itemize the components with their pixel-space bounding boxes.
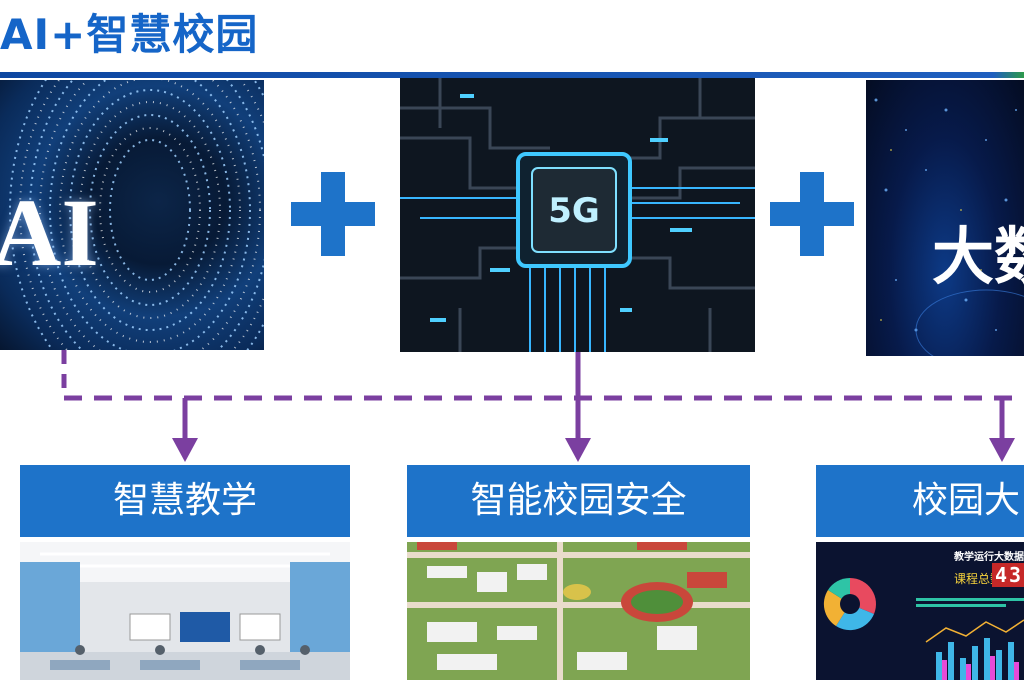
ai-image: AI: [0, 80, 264, 350]
campus-aerial-scene: [407, 542, 750, 680]
course-count-label: 课程总数: [954, 572, 1003, 586]
title-underline: [0, 72, 1024, 78]
5g-chip-text: 5G: [548, 191, 600, 231]
ai-wave-pattern: [9, 80, 264, 350]
label-campus-bigdata: 校园大: [816, 465, 1024, 537]
label-campus-security: 智能校园安全: [407, 465, 750, 537]
dashboard-charts: [823, 577, 1024, 680]
plus-icon: [291, 172, 375, 256]
data-particles: [874, 98, 1024, 356]
label-smart-teaching: 智慧教学: [20, 465, 350, 537]
classroom-scene: [20, 542, 350, 680]
circuit-board: 5G: [400, 78, 755, 352]
bigdata-text: 大数: [932, 220, 1024, 293]
bigdata-image: 大数: [866, 80, 1024, 356]
arrow-down-icon: [989, 438, 1015, 462]
classroom-photo: [20, 542, 350, 680]
ai-text: AI: [0, 179, 99, 286]
page-title: AI+智慧校园: [0, 10, 259, 59]
plus-icon: [770, 172, 854, 256]
course-count-value: 43: [992, 563, 1024, 587]
arrow-down-icon: [565, 438, 591, 462]
5g-chip-image: 5G: [400, 78, 755, 352]
arrow-down-icon: [172, 438, 198, 462]
dashboard-photo: 教学运行大数据统 课程总数 43: [816, 542, 1024, 680]
dashboard-title: 教学运行大数据统: [954, 552, 1024, 563]
campus-map-photo: [407, 542, 750, 680]
